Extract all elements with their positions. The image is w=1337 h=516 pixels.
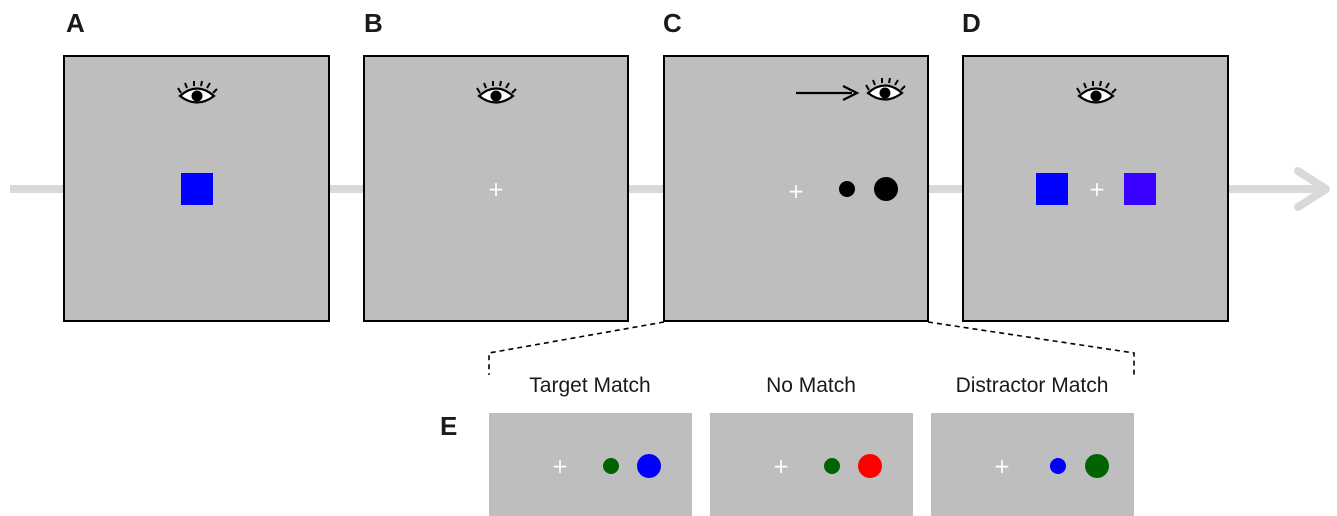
expansion-lines xyxy=(488,321,1135,375)
panel-label-b: B xyxy=(364,8,383,38)
large-dot xyxy=(874,177,898,201)
fixation-cross: + xyxy=(994,454,1011,478)
small-dot xyxy=(603,458,619,474)
small-dot xyxy=(839,181,855,197)
condition-label-no-match: No Match xyxy=(766,374,856,397)
condition-label-target-match: Target Match xyxy=(529,374,650,397)
panel-b-screen: + xyxy=(363,55,629,322)
panel-label-c: C xyxy=(663,8,682,38)
small-dot xyxy=(824,458,840,474)
arrow-right-icon xyxy=(796,85,860,101)
panel-a-screen xyxy=(63,55,330,322)
panel-d-screen: + xyxy=(962,55,1229,322)
fixation-cross: + xyxy=(773,454,790,478)
cue-square xyxy=(181,173,213,205)
panel-label-a: A xyxy=(66,8,85,38)
panel-label-d: D xyxy=(962,8,981,38)
condition-screen-distractor-match: + xyxy=(931,413,1134,516)
large-dot xyxy=(1085,454,1109,478)
large-dot xyxy=(637,454,661,478)
fixation-cross: + xyxy=(552,454,569,478)
condition-label-distractor-match: Distractor Match xyxy=(956,374,1109,397)
condition-screen-target-match: + xyxy=(489,413,692,516)
panel-label-e: E xyxy=(440,411,457,441)
test-square-left xyxy=(1036,173,1068,205)
test-square-right xyxy=(1124,173,1156,205)
fixation-cross: + xyxy=(788,179,805,203)
large-dot xyxy=(858,454,882,478)
fixation-cross: + xyxy=(488,177,505,201)
fixation-cross: + xyxy=(1089,177,1106,201)
panel-c-screen: + xyxy=(663,55,929,322)
condition-screen-no-match: + xyxy=(710,413,913,516)
small-dot xyxy=(1050,458,1066,474)
